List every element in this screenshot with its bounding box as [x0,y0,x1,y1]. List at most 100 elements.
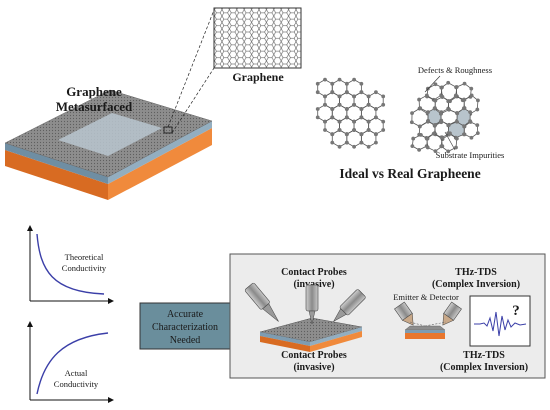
lattice-atom [330,107,335,111]
thz-bottom-line1: THz-TDS [463,350,505,361]
lattice-cell [440,82,458,102]
lattice-atom [469,135,474,140]
lattice-atom [374,140,378,145]
lattice-atom [359,115,364,120]
lattice-atom [315,115,320,120]
lattice-cell [411,107,429,127]
actual-label-line1: Actual [65,368,88,378]
lattice-atom [468,120,473,124]
lattice-atom [469,86,474,91]
lattice-atom [374,107,378,111]
probe-sample-substrate-right [310,331,362,352]
lattice-atom [330,115,335,120]
probe-sample-substrate-front [260,336,310,352]
contact-bottom-line1: Contact Probes [281,350,347,361]
lattice-atom [366,102,371,107]
lattice-atom [374,115,378,120]
lattice-atom [337,119,342,124]
substrate-front-face [5,150,108,200]
lattice-atom [439,111,443,116]
lattice-atom [461,106,466,111]
lattice-atom [454,85,459,89]
lattice-atom [315,81,320,86]
lattice-atom [432,106,437,111]
lattice-atom [432,123,437,128]
lattice-atom [454,145,458,150]
characterization-line2: Characterization [152,322,218,333]
lattice-atom [366,128,371,132]
lattice-cell [346,129,362,148]
real-graphene-lattice [409,80,480,154]
lattice-atom [330,81,335,86]
lattice-atom [433,149,438,154]
lattice-atom [409,120,414,125]
lattice-atom [454,136,459,141]
lattice-atom [366,119,371,124]
lattice-atom [366,144,371,149]
lattice-cell [411,134,428,151]
lattice-atom [440,135,444,140]
lattice-atom [417,148,422,152]
lattice-atom [344,140,349,145]
lattice-atom [475,131,480,136]
theoretical-plot [27,225,114,304]
lattice-atom [425,145,430,150]
waveform-trace [474,311,527,337]
lattice-atom [462,81,467,86]
graphene-patch [58,113,162,156]
lattice-atom [323,119,327,124]
defects-pointer [424,75,441,93]
lattice-atom [352,77,356,82]
thz-sample-substrate [405,333,445,339]
lattice-atom [439,85,444,90]
lattice-atom [359,90,364,95]
probe-sample-oxide-front [260,332,310,346]
thz-top-line2: (Complex Inversion) [432,279,520,290]
actual-curve [36,332,109,395]
substrate-right-face [108,128,212,200]
lattice-atom [315,107,320,111]
lattice-atom [410,144,415,149]
lattice-atom [462,97,467,102]
lattice-atom [344,115,349,120]
lattice-atom [475,107,480,112]
question-mark: ? [512,303,520,319]
lattice-atom [426,110,430,115]
lattice-atom [417,124,422,129]
metasurface-label-line1: Graphene [66,84,122,99]
theoretical-label-line2: Conductivity [62,263,107,273]
lattice-atom [417,97,421,102]
lattice-atom [424,136,429,141]
impurities-label: Substrate Impurities [436,150,505,160]
lattice-atom [476,98,480,103]
theoretical-curve [36,233,105,295]
lattice-atom [337,128,342,132]
lattice-atom [462,124,467,129]
lattice-atom [426,119,430,124]
lattice-atom [323,128,327,132]
lattice-atom [462,132,467,137]
lattice-atom [440,95,445,99]
lattice-atom [475,123,480,128]
lattice-atom [330,140,335,145]
defects-label: Defects & Roughness [418,65,492,75]
lattice-atom [359,132,364,137]
lattice-atom [469,93,474,98]
lattice-atom [381,94,386,99]
waveform-box [469,295,531,347]
zoom-line-bottom [171,67,215,134]
lattice-atom [323,94,327,99]
lattice-atom [330,132,335,137]
lattice-cell [331,129,348,148]
zoom-label: Graphene [232,70,284,84]
lattice-atom [352,94,356,99]
lattice-atom [439,144,444,149]
characterization-line3: Needed [170,335,201,346]
ideal-graphene-lattice [315,77,386,149]
graphene-zoom-inset [213,7,302,69]
contact-top-line1: Contact Probes [281,267,347,278]
lattice-atom [410,111,414,116]
oxide-front-face [5,143,108,184]
left-probe [244,282,279,322]
